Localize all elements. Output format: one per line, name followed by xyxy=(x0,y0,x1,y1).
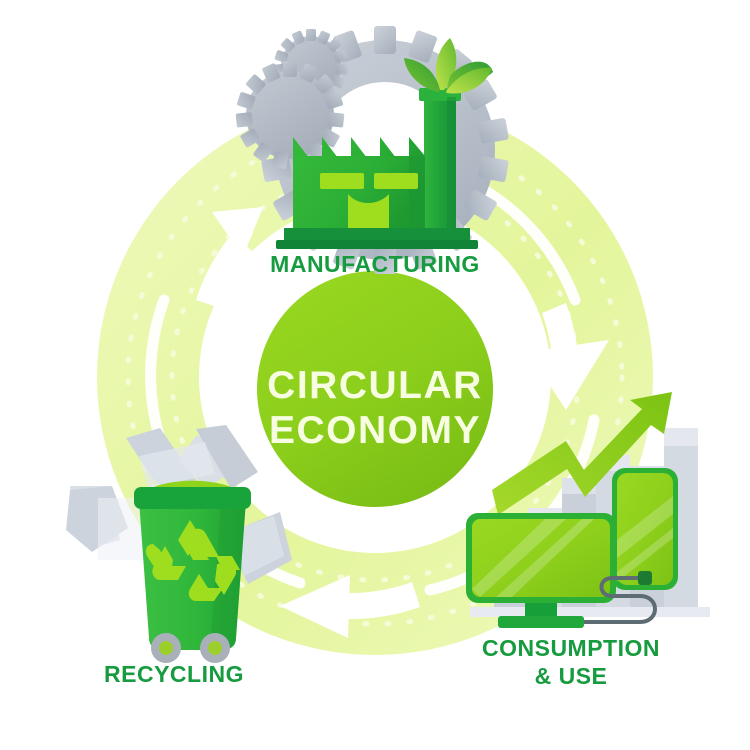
factory-base xyxy=(276,228,478,249)
arrow-to-manufacturing xyxy=(196,207,263,308)
devices-icon xyxy=(466,392,710,628)
label-consumption-line2: & USE xyxy=(535,663,608,689)
power-cable xyxy=(584,576,657,624)
leaves-icon xyxy=(404,38,493,94)
label-consumption-line1: CONSUMPTION xyxy=(482,635,660,661)
factory-windows xyxy=(320,173,418,189)
label-recycling: RECYCLING xyxy=(104,661,244,687)
monitor-icon xyxy=(466,513,616,628)
chimney xyxy=(419,88,461,229)
factory-building xyxy=(293,137,425,228)
center-badge: CIRCULAR ECONOMY xyxy=(257,271,493,507)
factory-icon xyxy=(235,26,509,274)
smartphone-icon xyxy=(612,468,678,590)
center-title-line2: ECONOMY xyxy=(269,409,481,452)
recycle-bin-icon xyxy=(66,425,292,663)
label-manufacturing: MANUFACTURING xyxy=(270,251,480,277)
plug-icon xyxy=(638,571,652,585)
arrow-to-consumption xyxy=(528,303,609,410)
bin-wheels xyxy=(151,633,230,663)
growth-arrow-icon xyxy=(492,392,672,515)
arrow-to-recycling xyxy=(280,575,420,638)
recycle-symbol-icon xyxy=(145,520,240,601)
factory-door xyxy=(348,194,389,228)
center-title-line1: CIRCULAR xyxy=(267,364,483,407)
bin-lid xyxy=(134,487,251,509)
